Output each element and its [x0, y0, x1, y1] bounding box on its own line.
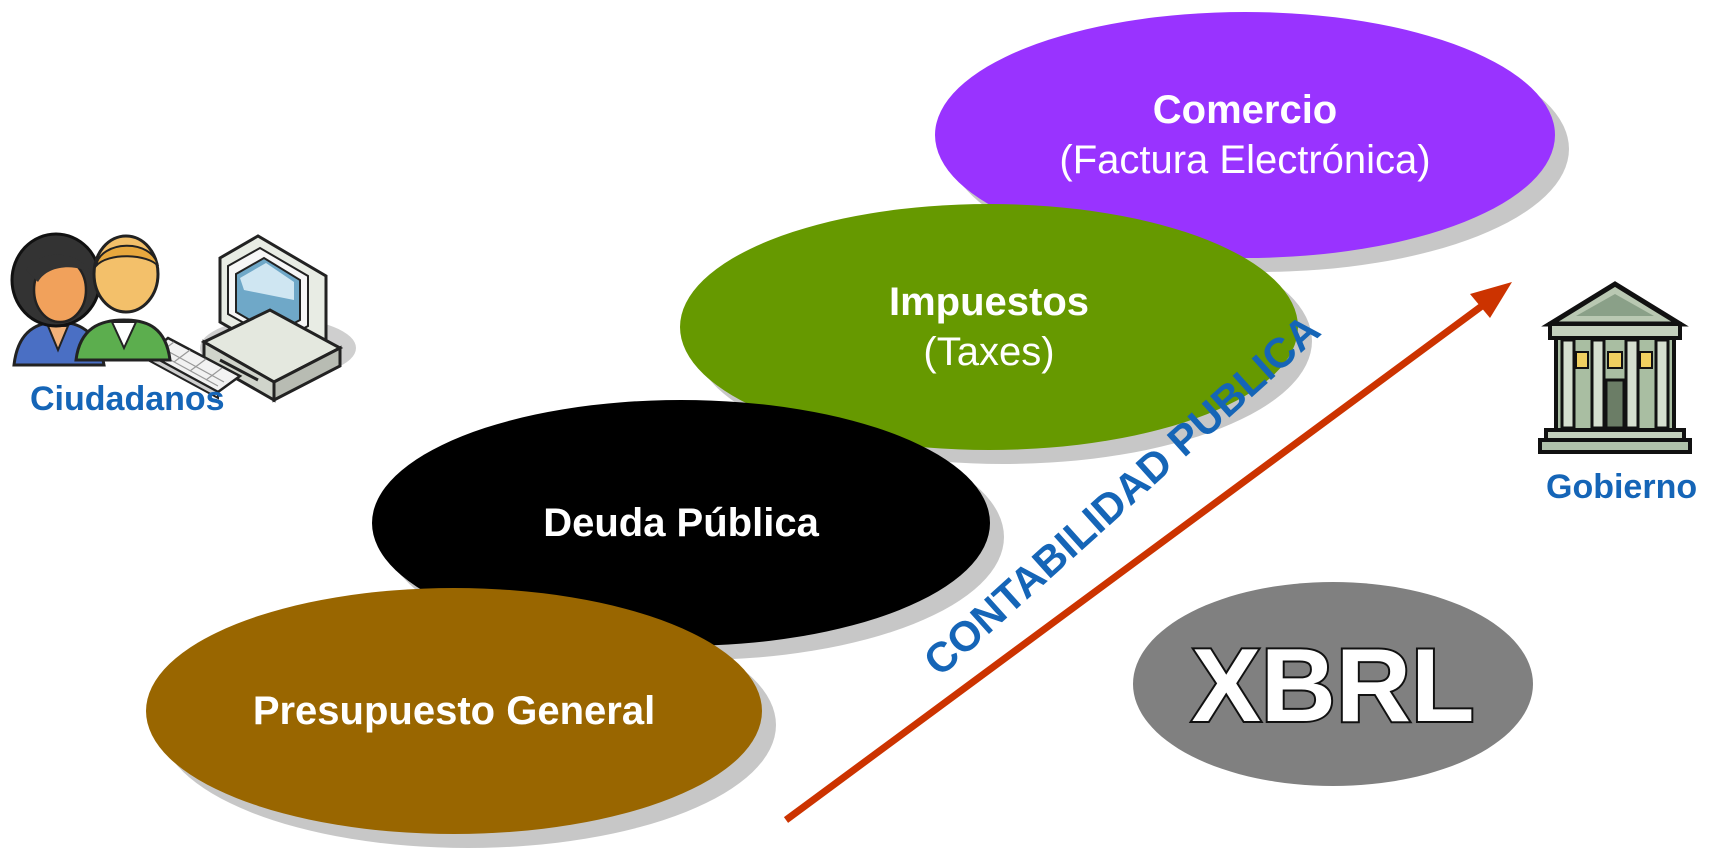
xbrl-badge: XBRL: [1133, 582, 1533, 786]
stage-impuestos-subtitle: (Taxes): [923, 330, 1055, 374]
xbrl-label: XBRL: [1191, 628, 1474, 744]
citizens-computer-icon: [10, 232, 356, 403]
stage-presupuesto-general: Presupuesto General: [146, 588, 762, 834]
man-avatar-icon: [74, 234, 172, 362]
government-building-icon: [1538, 281, 1692, 454]
arrow-line: [783, 297, 1493, 823]
stage-deuda-publica-title: Deuda Pública: [543, 501, 819, 545]
computer-icon: [145, 234, 344, 403]
arrow-head-icon: [1470, 282, 1512, 318]
stage-presupuesto-general-title: Presupuesto General: [252, 689, 656, 733]
stage-comercio-subtitle: (Factura Electrónica): [1059, 138, 1431, 182]
government-label: Gobierno: [1546, 468, 1698, 506]
stage-impuestos-title: Impuestos: [888, 280, 1090, 324]
xbrl-outline-text: XBRL: [1189, 626, 1476, 746]
citizens-label: Ciudadanos: [30, 380, 225, 418]
stage-comercio-title: Comercio: [1152, 88, 1338, 132]
